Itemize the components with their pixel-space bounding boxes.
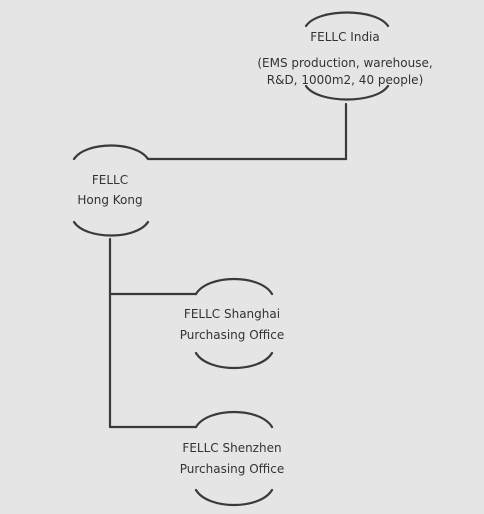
node-shenzhen-role: Purchasing Office: [179, 462, 285, 476]
node-hongkong-location: Hong Kong: [77, 193, 143, 207]
shenzhen-node-top-arc: [194, 410, 274, 429]
hongkong-node-top-arc: [72, 144, 150, 161]
node-india-name: FELLC India: [310, 30, 380, 44]
node-shanghai-role: Purchasing Office: [179, 328, 285, 342]
hongkong-node-bottom-arc: [72, 220, 150, 237]
connector-hongkong-to-india: [146, 102, 348, 161]
shanghai-node-bottom-arc: [194, 351, 274, 370]
shenzhen-node-bottom-arc: [194, 488, 274, 507]
node-hongkong-name: FELLC: [91, 173, 129, 187]
india-node-top-arc: [304, 11, 390, 28]
india-node-bottom-arc: [304, 84, 390, 101]
node-india-detail-line1: (EMS production, warehouse,: [257, 56, 433, 70]
node-shanghai-name: FELLC Shanghai: [183, 307, 281, 321]
node-shenzhen-label: FELLC Shenzhen Purchasing Office: [164, 438, 300, 480]
node-hongkong-label: FELLC Hong Kong: [50, 170, 170, 210]
shanghai-node-top-arc: [194, 277, 274, 296]
node-shanghai-label: FELLC Shanghai Purchasing Office: [166, 304, 298, 346]
node-india-detail-line2: R&D, 1000m2, 40 people): [266, 73, 424, 87]
node-india-label: FELLC India (EMS production, warehouse, …: [240, 28, 450, 89]
node-shenzhen-name: FELLC Shenzhen: [182, 441, 282, 455]
